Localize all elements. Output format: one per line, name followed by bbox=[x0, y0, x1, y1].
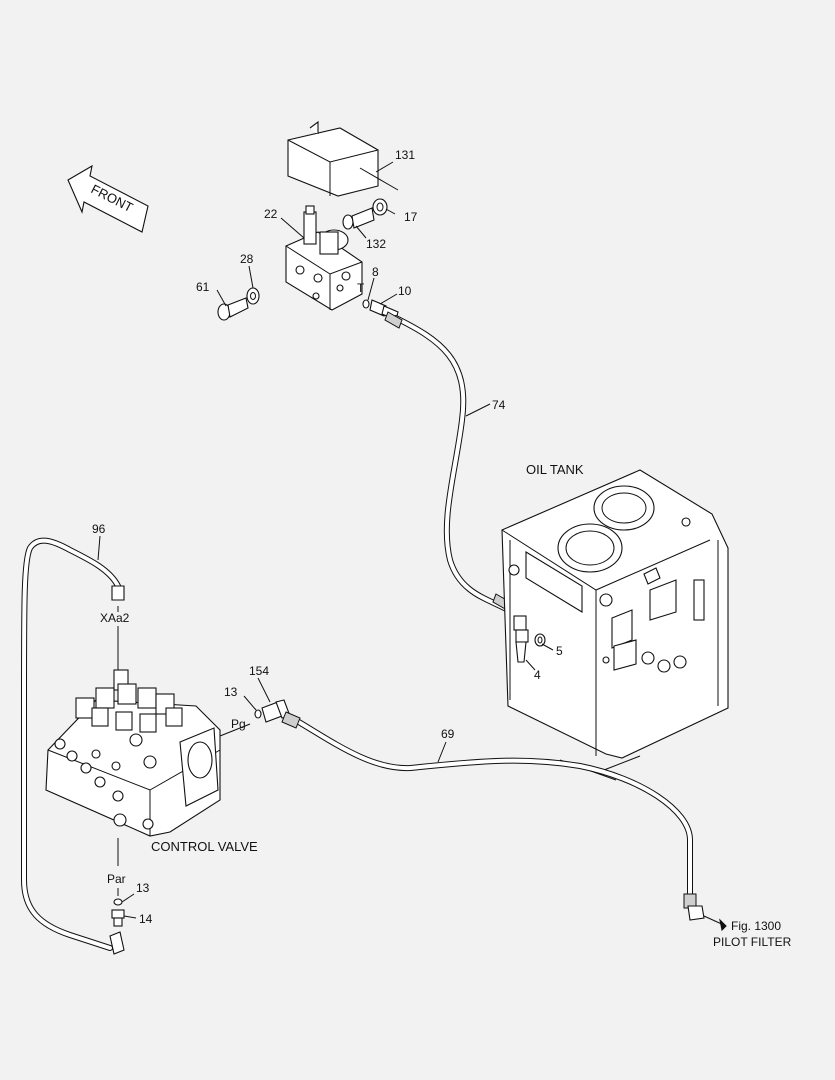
callout-74: 74 bbox=[492, 398, 506, 412]
callout-4: 4 bbox=[534, 668, 541, 682]
o-ring-part-13-top bbox=[254, 709, 262, 719]
callout-14: 14 bbox=[139, 912, 153, 926]
o-ring-part-13-bottom bbox=[113, 898, 123, 906]
callout-132: 132 bbox=[366, 237, 386, 251]
callout-5: 5 bbox=[556, 644, 563, 658]
washer-part-28 bbox=[246, 287, 260, 305]
elbow-fitting-part-4 bbox=[513, 615, 529, 663]
callout-154: 154 bbox=[249, 664, 269, 678]
pilot-filter-label: PILOT FILTER bbox=[713, 935, 792, 949]
valve-block-part-22 bbox=[285, 205, 363, 311]
callout-69: 69 bbox=[441, 727, 455, 741]
oil-tank-label: OIL TANK bbox=[526, 462, 584, 477]
callout-61: 61 bbox=[196, 280, 210, 294]
hose-part-74 bbox=[384, 311, 523, 621]
callout-28: 28 bbox=[240, 252, 254, 266]
leader-lines bbox=[97, 161, 554, 919]
callout-17: 17 bbox=[404, 210, 418, 224]
callout-96: 96 bbox=[92, 522, 106, 536]
port-t-label: T bbox=[357, 281, 365, 295]
port-xaa2-label: XAa2 bbox=[100, 611, 130, 625]
port-par-label: Par bbox=[107, 872, 126, 886]
o-ring-part-5 bbox=[534, 633, 546, 647]
control-valve bbox=[45, 654, 221, 837]
pilot-filter-ref-label: Fig. 1300 bbox=[731, 919, 781, 933]
o-ring-part-8 bbox=[362, 299, 370, 309]
callout-13-bottom: 13 bbox=[136, 881, 150, 895]
callout-131: 131 bbox=[395, 148, 415, 162]
callout-13-top: 13 bbox=[224, 685, 238, 699]
washer-part-17 bbox=[372, 198, 388, 216]
oil-tank bbox=[501, 469, 729, 781]
control-valve-label: CONTROL VALVE bbox=[151, 839, 258, 854]
front-arrow: FRONT bbox=[67, 164, 149, 233]
cover-part-131 bbox=[287, 120, 399, 197]
hose-part-96 bbox=[21, 537, 125, 955]
bolt-part-132 bbox=[342, 207, 375, 230]
callout-8: 8 bbox=[372, 265, 379, 279]
fitting-part-14 bbox=[111, 909, 125, 927]
callout-10: 10 bbox=[398, 284, 412, 298]
callout-22: 22 bbox=[264, 207, 278, 221]
bolt-part-61 bbox=[217, 297, 249, 321]
hose-part-69 bbox=[281, 711, 727, 932]
port-pg-label: Pg bbox=[231, 717, 246, 731]
